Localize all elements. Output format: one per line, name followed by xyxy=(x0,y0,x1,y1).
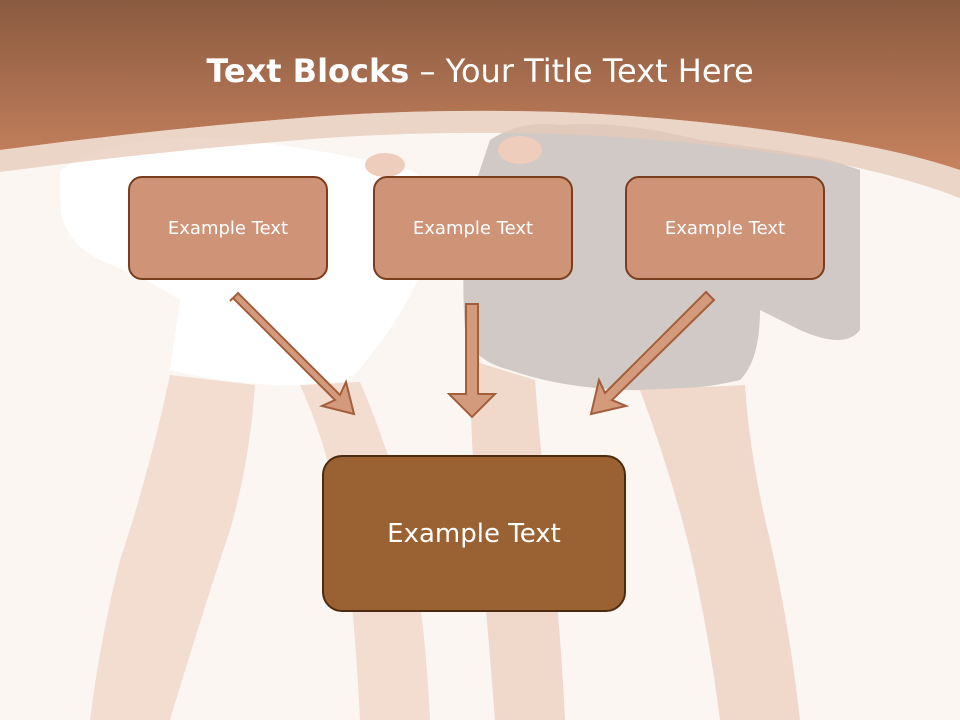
slide-title: Text Blocks – Your Title Text Here xyxy=(0,52,960,90)
title-bold: Text Blocks xyxy=(206,52,410,90)
header-band xyxy=(0,0,960,198)
arrow-left xyxy=(229,291,356,416)
title-dash: – xyxy=(409,52,446,90)
text-block-left[interactable]: Example Text xyxy=(128,176,328,280)
title-regular: Your Title Text Here xyxy=(445,52,754,90)
text-block-bottom[interactable]: Example Text xyxy=(322,455,626,612)
arrow-center xyxy=(446,303,498,419)
arrow-right xyxy=(589,290,716,416)
text-block-center[interactable]: Example Text xyxy=(373,176,573,280)
text-block-right[interactable]: Example Text xyxy=(625,176,825,280)
